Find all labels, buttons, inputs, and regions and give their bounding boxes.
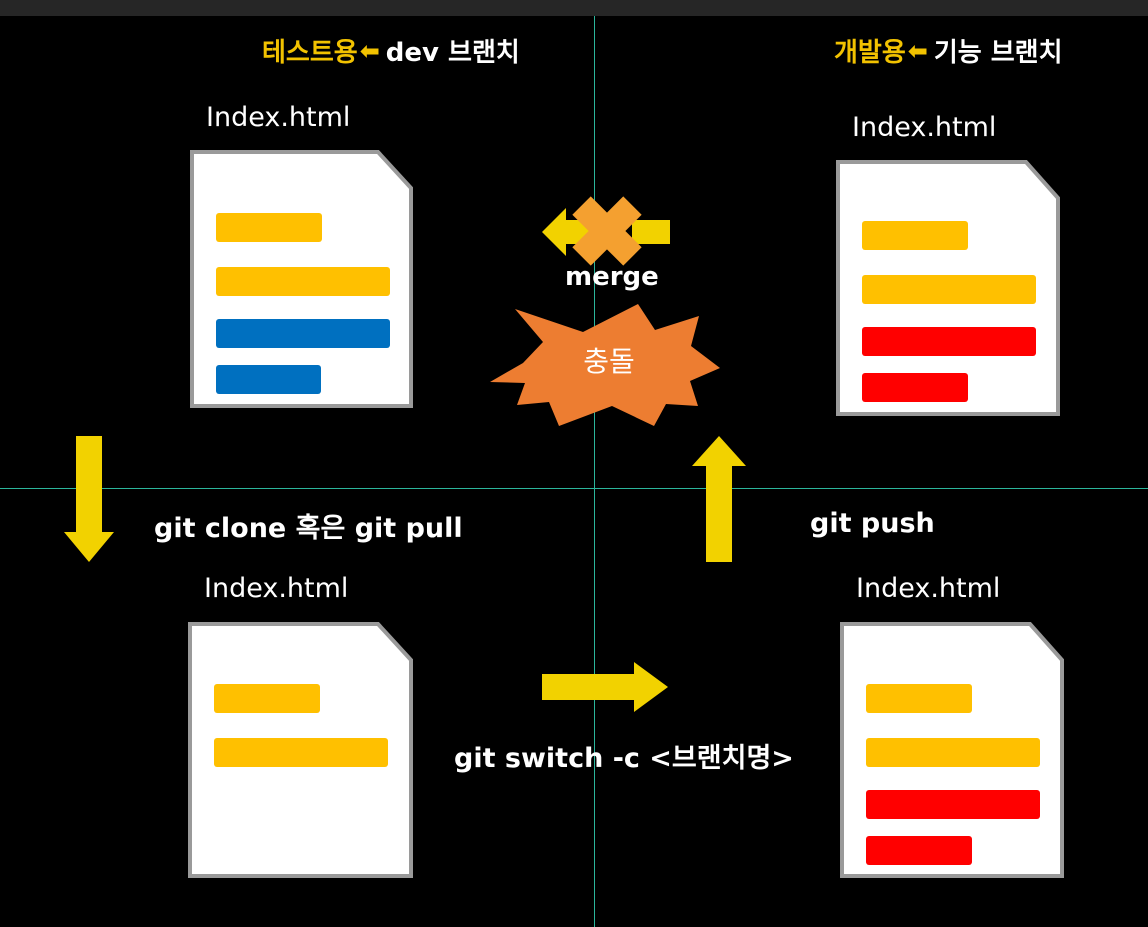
horizontal-guide-line	[0, 488, 1148, 489]
code-line-red	[862, 373, 968, 402]
code-line-yellow	[862, 221, 968, 250]
file-title-top-right: Index.html	[852, 112, 997, 143]
conflict-label: 충돌	[583, 345, 635, 378]
command-switch: git switch -c <브랜치명>	[454, 743, 794, 774]
heading-feature-highlight: 개발용	[834, 38, 906, 68]
file-title-bottom-right: Index.html	[856, 573, 1001, 604]
window-top-bar	[0, 0, 1148, 16]
left-arrow-icon: ⬅	[359, 36, 380, 65]
heading-feature-rest: 기능 브랜치	[933, 38, 1063, 68]
conflict-burst-icon	[490, 304, 720, 426]
right-arrow-icon	[542, 662, 668, 712]
document-top-right	[836, 160, 1062, 422]
heading-feature-branch: 개발용 ⬅ 기능 브랜치	[834, 32, 1063, 69]
file-title-bottom-left: Index.html	[204, 573, 349, 604]
code-line-yellow	[216, 267, 390, 296]
code-line-blue	[216, 365, 321, 394]
document-bottom-right	[840, 622, 1066, 884]
document-top-left	[190, 150, 416, 414]
code-line-yellow	[214, 684, 320, 713]
code-line-yellow	[862, 275, 1036, 304]
vertical-guide-line	[594, 16, 595, 927]
document-bottom-left	[188, 622, 416, 884]
command-push: git push	[810, 508, 935, 539]
code-line-red	[866, 836, 972, 865]
code-line-yellow	[866, 684, 972, 713]
code-line-red	[862, 327, 1036, 356]
up-arrow-icon	[692, 436, 746, 562]
left-arrow-icon: ⬅	[907, 36, 928, 65]
code-line-yellow	[866, 738, 1040, 767]
file-title-top-left: Index.html	[206, 102, 351, 133]
command-clone-pull: git clone 혹은 git pull	[154, 513, 463, 544]
merge-label: merge	[565, 262, 659, 292]
code-line-yellow	[216, 213, 322, 242]
blocked-merge-arrow-icon	[542, 196, 670, 266]
code-line-yellow	[214, 738, 388, 767]
code-line-red	[866, 790, 1040, 819]
down-arrow-icon	[64, 436, 114, 562]
heading-dev-rest: dev 브랜치	[385, 38, 520, 68]
heading-dev-branch: 테스트용 ⬅ dev 브랜치	[262, 32, 520, 69]
code-line-blue	[216, 319, 390, 348]
heading-dev-highlight: 테스트용	[262, 38, 358, 68]
